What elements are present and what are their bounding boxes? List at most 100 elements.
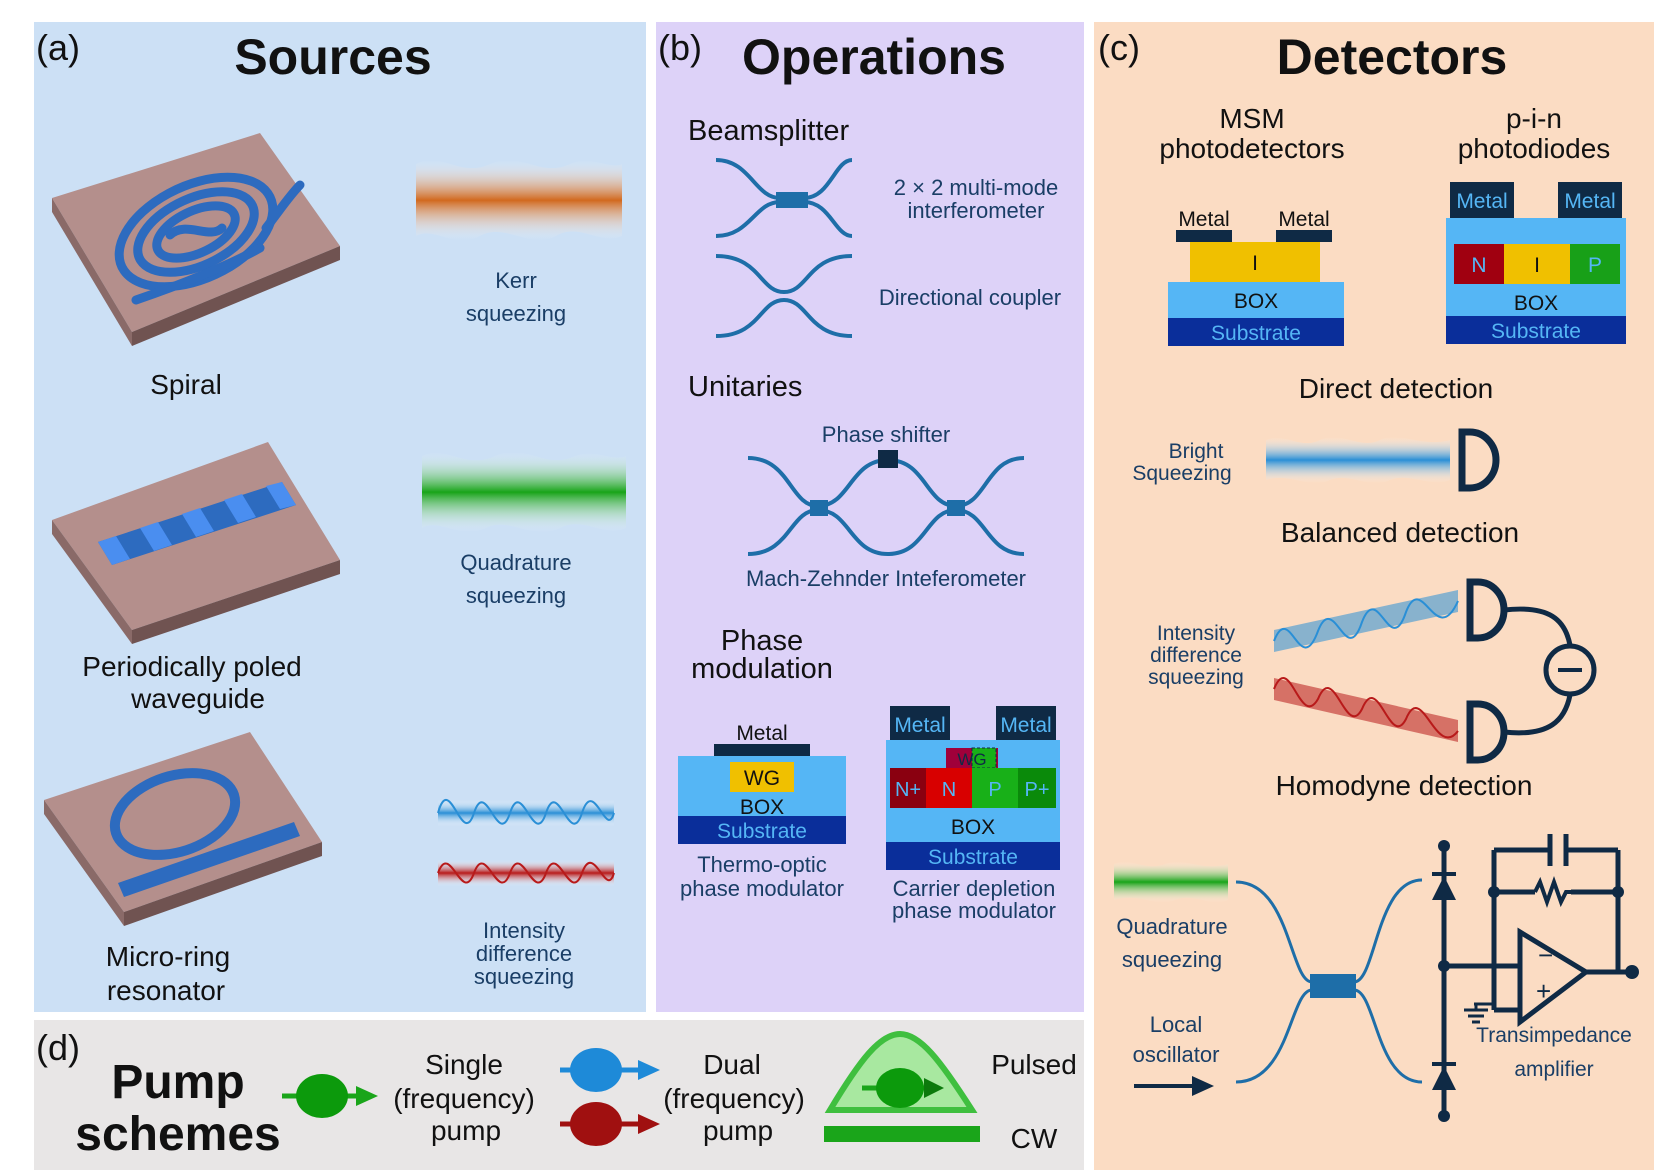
panel-c-title: Detectors (1277, 29, 1508, 85)
phase-shifter-label: Phase shifter (822, 422, 950, 447)
dc-label: Directional coupler (879, 285, 1061, 310)
thermo-label-1: Thermo-optic (697, 852, 827, 877)
microring-chip (44, 732, 322, 926)
pulsed-pump-icon (824, 1030, 978, 1113)
pin-n-label: N (1471, 254, 1486, 277)
cd-wg-label: WG (957, 750, 986, 769)
intensity-diff-beams (437, 798, 615, 886)
cd-metal-right-label: Metal (1000, 714, 1051, 737)
microring-label-2: resonator (107, 975, 225, 1006)
dual-pump-blue-icon (560, 1048, 660, 1092)
idiff-label-1: Intensity (483, 918, 565, 943)
phase-mod-heading-1: Phase (721, 625, 803, 657)
kerr-label-2: squeezing (466, 301, 566, 326)
unitaries-heading: Unitaries (688, 371, 802, 403)
msm-heading-1: MSM (1219, 103, 1284, 134)
idiff-label-2: difference (476, 941, 572, 966)
pin-stack: Metal Metal N I P BOX Substrate (1446, 182, 1626, 344)
microring-label-1: Micro-ring (106, 941, 230, 972)
single-label-3: pump (431, 1115, 501, 1146)
cd-metal-left-label: Metal (894, 714, 945, 737)
dual-label-1: Dual (703, 1049, 761, 1080)
bright-label-2: Squeezing (1132, 462, 1231, 485)
hom-quad-label-2: squeezing (1122, 947, 1222, 972)
pin-p-label: P (1588, 254, 1602, 277)
homodyne-heading: Homodyne detection (1276, 770, 1533, 801)
ppln-chip (52, 442, 340, 644)
balanced-detector-bottom-icon (1466, 700, 1508, 764)
single-label-2: (frequency) (393, 1083, 535, 1114)
quad-label-1: Quadrature (460, 550, 571, 575)
direct-detector-icon (1458, 428, 1500, 492)
tia-label-1: Transimpedance (1476, 1024, 1632, 1047)
opamp-minus: − (1538, 940, 1553, 970)
cd-label-2: phase modulator (892, 898, 1056, 923)
quad-label-2: squeezing (466, 583, 566, 608)
cd-n-label: N (942, 779, 956, 801)
msm-i-label: I (1252, 252, 1258, 275)
cd-p-label: P (988, 779, 1001, 801)
kerr-label-1: Kerr (495, 268, 537, 293)
msm-substrate-label: Substrate (1211, 322, 1301, 345)
carrier-depletion-modulator: Metal Metal WG N+ N P P+ BOX Substrate (886, 706, 1060, 870)
hom-quad-label-1: Quadrature (1116, 914, 1227, 939)
phase-mod-heading-2: modulation (691, 653, 833, 685)
direct-heading: Direct detection (1299, 373, 1494, 404)
mmi-device (715, 158, 853, 238)
cd-label-1: Carrier depletion (893, 876, 1056, 901)
pump-title-1: Pump (111, 1056, 244, 1109)
panel-b-title: Operations (742, 29, 1006, 85)
beamsplitter-heading: Beamsplitter (688, 115, 850, 147)
ppln-label-1: Periodically poled (82, 651, 301, 682)
ground-icon (1464, 1000, 1496, 1024)
node-dot (1438, 1110, 1450, 1122)
node-dot (1612, 886, 1624, 898)
direct-beam (1266, 436, 1450, 484)
ppln-label-2: waveguide (130, 683, 265, 714)
kerr-beam (416, 159, 622, 241)
homodyne-coupler (1235, 878, 1423, 1084)
mzi-label: Mach-Zehnder Inteferometer (746, 566, 1026, 591)
bal-label-1: Intensity (1157, 622, 1236, 645)
balanced-beams (1273, 590, 1459, 742)
dual-label-3: pump (703, 1115, 773, 1146)
mmi-label-2: interferometer (908, 198, 1045, 223)
balanced-detector-top-icon (1466, 578, 1508, 642)
cd-box-label: BOX (951, 816, 995, 839)
cw-pump-icon (824, 1126, 980, 1142)
pin-heading-2: photodiodes (1458, 133, 1611, 164)
cd-nplus-label: N+ (895, 779, 921, 801)
panel-a-title: Sources (234, 29, 431, 85)
idiff-label-3: squeezing (474, 964, 574, 989)
quadrature-beam (422, 451, 626, 533)
tia-label-2: amplifier (1514, 1058, 1593, 1081)
msm-metal-left-label: Metal (1178, 208, 1229, 231)
dual-pump-red-icon (560, 1102, 660, 1146)
node-dot (1438, 960, 1450, 972)
bal-label-3: squeezing (1148, 666, 1244, 689)
directional-coupler (715, 254, 853, 338)
spiral-chip (52, 133, 340, 346)
cd-pplus-label: P+ (1024, 779, 1049, 801)
pin-heading-1: p-i-n (1506, 103, 1562, 134)
lo-label-2: oscillator (1133, 1042, 1220, 1067)
cw-label: CW (1011, 1123, 1058, 1154)
thermo-metal-label: Metal (736, 722, 787, 745)
pin-box-label: BOX (1514, 292, 1558, 315)
panel-d-letter: (d) (36, 1027, 80, 1068)
thermo-substrate-label: Substrate (717, 820, 807, 843)
pin-i-label: I (1534, 254, 1540, 277)
pin-substrate-label: Substrate (1491, 320, 1581, 343)
bal-label-2: difference (1150, 644, 1242, 667)
homodyne-squeezed-beam (1114, 861, 1228, 903)
cd-substrate-label: Substrate (928, 846, 1018, 869)
spiral-label: Spiral (150, 369, 222, 400)
thermo-box-label: BOX (740, 796, 784, 819)
node-dot (1438, 840, 1450, 852)
pin-metal-left-label: Metal (1456, 190, 1507, 213)
panel-a-letter: (a) (36, 27, 80, 68)
msm-box-label: BOX (1234, 290, 1278, 313)
single-pump-icon (282, 1074, 378, 1118)
pump-title-2: schemes (75, 1108, 280, 1161)
